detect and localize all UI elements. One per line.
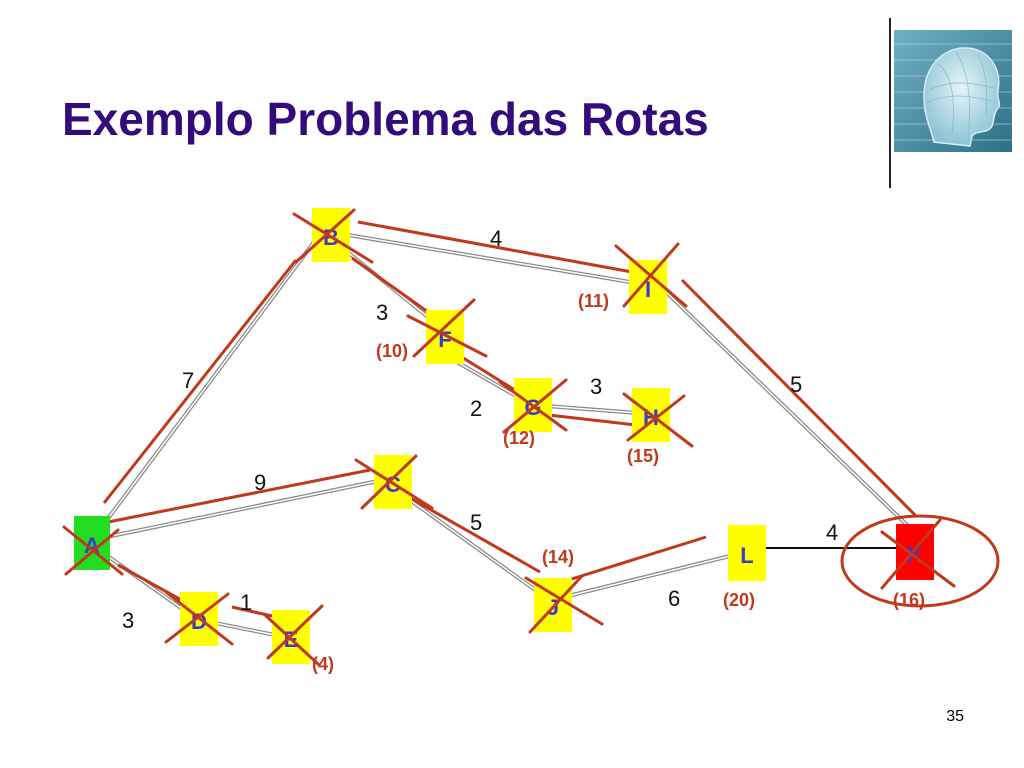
- edge-B-I: 4: [329, 220, 649, 287]
- node-label-I: I: [645, 277, 651, 302]
- edge-weight-L-K: 4: [826, 520, 838, 545]
- node-B: B: [312, 208, 350, 262]
- cost-label-G: (12): [503, 428, 535, 448]
- cost-label-L: (20): [723, 590, 755, 610]
- edge-A-C: 9: [91, 468, 379, 542]
- node-L: L: [728, 525, 766, 581]
- edge-I-K: 5: [662, 278, 918, 528]
- edge-L-K: 4: [766, 520, 898, 549]
- cost-label-J: (14): [542, 547, 574, 567]
- edge-weight-A-B: 7: [182, 368, 194, 393]
- node-F: F: [426, 310, 464, 364]
- edge-weight-B-I: 4: [490, 226, 502, 251]
- edge-weight-C-J: 5: [470, 510, 482, 535]
- cross-mark-C: [354, 454, 434, 510]
- edge-weight-F-G: 2: [470, 396, 482, 421]
- edge-A-B: 7: [90, 236, 319, 542]
- cross-mark-G: [498, 378, 568, 434]
- edge-J-L: 6: [551, 535, 747, 611]
- slide-title: Exemplo Problema das Rotas: [62, 93, 709, 145]
- cross-mark-E: [262, 604, 324, 666]
- edge-weight-D-E: 1: [240, 590, 252, 615]
- cross-mark-B: [292, 208, 374, 264]
- vertical-divider: [889, 18, 891, 188]
- edge-weight-B-F: 3: [376, 300, 388, 325]
- cross-mark-H: [622, 392, 694, 448]
- cost-label-E: (4): [312, 654, 334, 674]
- node-I: I: [629, 260, 667, 314]
- cost-labels-layer: (11) (10) (12) (15) (14) (4) (20) (16): [312, 291, 925, 674]
- edge-weight-J-L: 6: [668, 586, 680, 611]
- cross-mark-D: [164, 590, 234, 646]
- cost-label-K: (16): [893, 590, 925, 610]
- cost-label-I: (11): [578, 291, 609, 311]
- cross-marks-layer: [62, 208, 956, 666]
- cross-mark-I: [614, 242, 688, 308]
- goal-circle: [840, 514, 1000, 608]
- head-logo-icon: [894, 30, 1012, 152]
- cost-label-H: (15): [627, 446, 659, 466]
- cross-mark-K: [880, 518, 956, 590]
- edge-weight-I-K: 5: [790, 372, 802, 397]
- edge-weight-G-H: 3: [590, 374, 602, 399]
- node-label-L: L: [740, 543, 753, 568]
- page-number: 35: [946, 708, 964, 725]
- edge-C-J: 5: [394, 488, 554, 604]
- edge-G-H: 3: [533, 374, 651, 427]
- cost-label-F: (10): [376, 341, 408, 361]
- edge-weight-A-C: 9: [254, 470, 266, 495]
- cross-mark-F: [406, 298, 488, 358]
- cross-mark-A: [62, 525, 124, 576]
- edge-weight-A-D: 3: [122, 608, 134, 633]
- cross-mark-J: [524, 574, 604, 634]
